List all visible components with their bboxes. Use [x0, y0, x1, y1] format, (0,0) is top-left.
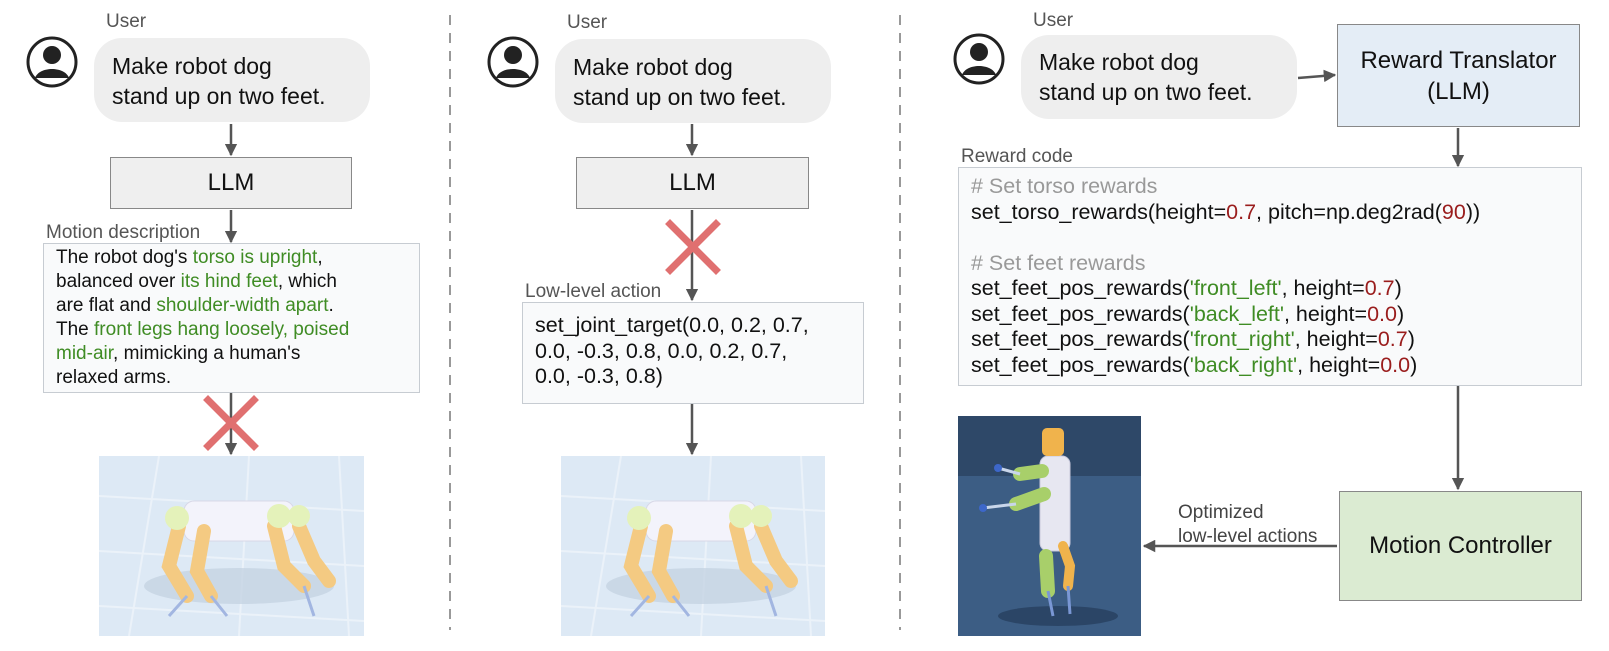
- reward-translator-subtitle: (LLM): [1427, 77, 1490, 105]
- text-segment: The robot dog's: [56, 247, 193, 268]
- text-segment: ): [1407, 327, 1415, 351]
- text-segment: 'front_left': [1189, 276, 1282, 300]
- text-segment: , height=: [1297, 352, 1381, 377]
- red-cross-icon: [665, 219, 721, 275]
- reward-translator-box: Reward Translator (LLM): [1337, 24, 1580, 127]
- text-segment: , height=: [1283, 301, 1368, 326]
- user-message-line: Make robot dog: [112, 53, 272, 79]
- user-message-line: stand up on two feet.: [112, 83, 326, 109]
- user-message-bubble: Make robot dog stand up on two feet.: [94, 38, 370, 122]
- reward-translator-title: Reward Translator: [1360, 46, 1557, 74]
- user-message-bubble: Make robot dog stand up on two feet.: [1021, 35, 1297, 119]
- text-segment: set_feet_pos_rewards(: [971, 276, 1190, 300]
- arrow-user-to-translator: [1297, 69, 1337, 83]
- text-segment: , which: [277, 271, 337, 292]
- text-segment: 0.7: [1226, 199, 1257, 224]
- code-line: [971, 225, 1569, 251]
- text-segment: set_feet_pos_rewards(: [971, 352, 1190, 377]
- code-line: # Set feet rewards: [971, 251, 1569, 277]
- text-segment: The: [56, 319, 95, 340]
- action-line: 0.0, -0.3, 0.8, 0.0, 0.2, 0.7,: [535, 338, 788, 363]
- text-segment: 'back_right': [1189, 352, 1298, 377]
- text-segment: ): [1394, 276, 1402, 300]
- text-segment: relaxed arms.: [56, 367, 172, 388]
- description-line: The robot dog's torso is upright,: [56, 246, 407, 270]
- user-avatar-icon: [953, 33, 1005, 85]
- code-line: # Set torso rewards: [971, 174, 1569, 200]
- text-segment: ): [1396, 301, 1405, 326]
- highlighted-phrase: mid-air: [56, 343, 114, 364]
- highlighted-phrase: torso is upright: [192, 247, 318, 268]
- llm-box: LLM: [576, 157, 809, 209]
- text-segment: set_feet_pos_rewards(: [971, 301, 1190, 326]
- description-line: relaxed arms.: [56, 366, 407, 390]
- text-segment: ): [1410, 352, 1418, 377]
- code-line: set_feet_pos_rewards('back_left', height…: [971, 302, 1569, 328]
- robot-standing-scene: [958, 416, 1141, 636]
- optimized-actions-line: Optimized: [1178, 502, 1264, 523]
- reward-code-label: Reward code: [961, 146, 1073, 167]
- highlighted-phrase: shoulder-width apart: [156, 295, 329, 316]
- text-segment: 90: [1441, 199, 1466, 224]
- user-message-line: stand up on two feet.: [573, 84, 787, 110]
- optimized-actions-label: Optimized low-level actions: [1178, 501, 1317, 549]
- description-line: mid-air, mimicking a human's: [56, 342, 407, 366]
- user-message-line: Make robot dog: [1039, 49, 1199, 75]
- user-message-bubble: Make robot dog stand up on two feet.: [555, 39, 831, 123]
- text-segment: 0.7: [1377, 327, 1408, 351]
- description-line: are flat and shoulder-width apart.: [56, 294, 407, 318]
- user-label: User: [1033, 10, 1074, 31]
- highlighted-phrase: its hind feet: [180, 271, 278, 292]
- motion-controller-box: Motion Controller: [1339, 491, 1582, 601]
- text-segment: are flat and: [56, 295, 157, 316]
- code-line: set_feet_pos_rewards('back_right', heigh…: [971, 353, 1569, 379]
- low-level-action-label: Low-level action: [525, 281, 662, 302]
- action-line: set_joint_target(0.0, 0.2, 0.7,: [535, 313, 809, 337]
- text-segment: )): [1465, 199, 1481, 224]
- robot-dog-scene-2: [561, 456, 825, 636]
- user-message-line: Make robot dog: [573, 54, 733, 80]
- text-segment: , height=: [1294, 327, 1378, 351]
- text-segment: , height=: [1281, 276, 1365, 300]
- code-line: set_feet_pos_rewards('front_right', heig…: [971, 327, 1569, 353]
- user-label: User: [106, 11, 147, 32]
- text-segment: balanced over: [56, 271, 181, 292]
- code-line: set_feet_pos_rewards('front_left', heigh…: [971, 276, 1569, 302]
- text-segment: 0.0: [1380, 352, 1411, 377]
- llm-box: LLM: [110, 157, 352, 209]
- text-segment: set_torso_rewards(height=: [971, 199, 1227, 224]
- code-line: set_torso_rewards(height=0.7, pitch=np.d…: [971, 200, 1569, 226]
- text-segment: set_feet_pos_rewards(: [971, 327, 1190, 351]
- text-segment: 0.0: [1367, 301, 1397, 326]
- description-line: balanced over its hind feet, which: [56, 270, 407, 294]
- motion-description-box: The robot dog's torso is upright,balance…: [43, 243, 420, 393]
- robot-dog-scene-1: [99, 456, 364, 636]
- action-line: 0.0, -0.3, 0.8): [535, 364, 663, 388]
- text-segment: 0.7: [1364, 276, 1395, 300]
- text-segment: 'back_left': [1189, 301, 1284, 326]
- user-avatar-icon: [26, 36, 78, 88]
- low-level-action-box: set_joint_target(0.0, 0.2, 0.7, 0.0, -0.…: [522, 302, 864, 404]
- motion-description-label: Motion description: [46, 222, 201, 243]
- text-segment: # Set torso rewards: [971, 174, 1158, 198]
- optimized-actions-line: low-level actions: [1178, 526, 1318, 547]
- text-segment: .: [328, 295, 334, 316]
- text-segment: , mimicking a human's: [113, 343, 301, 364]
- user-message-line: stand up on two feet.: [1039, 79, 1253, 105]
- text-segment: ,: [317, 247, 323, 268]
- description-line: The front legs hang loosely, poised: [56, 318, 407, 342]
- user-avatar-icon: [487, 36, 539, 88]
- red-cross-icon: [203, 395, 259, 451]
- highlighted-phrase: front legs hang loosely, poised: [94, 319, 350, 340]
- text-segment: , pitch=np.deg2rad(: [1256, 199, 1442, 224]
- user-label: User: [567, 12, 608, 33]
- text-segment: 'front_right': [1189, 327, 1295, 351]
- text-segment: # Set feet rewards: [971, 250, 1146, 275]
